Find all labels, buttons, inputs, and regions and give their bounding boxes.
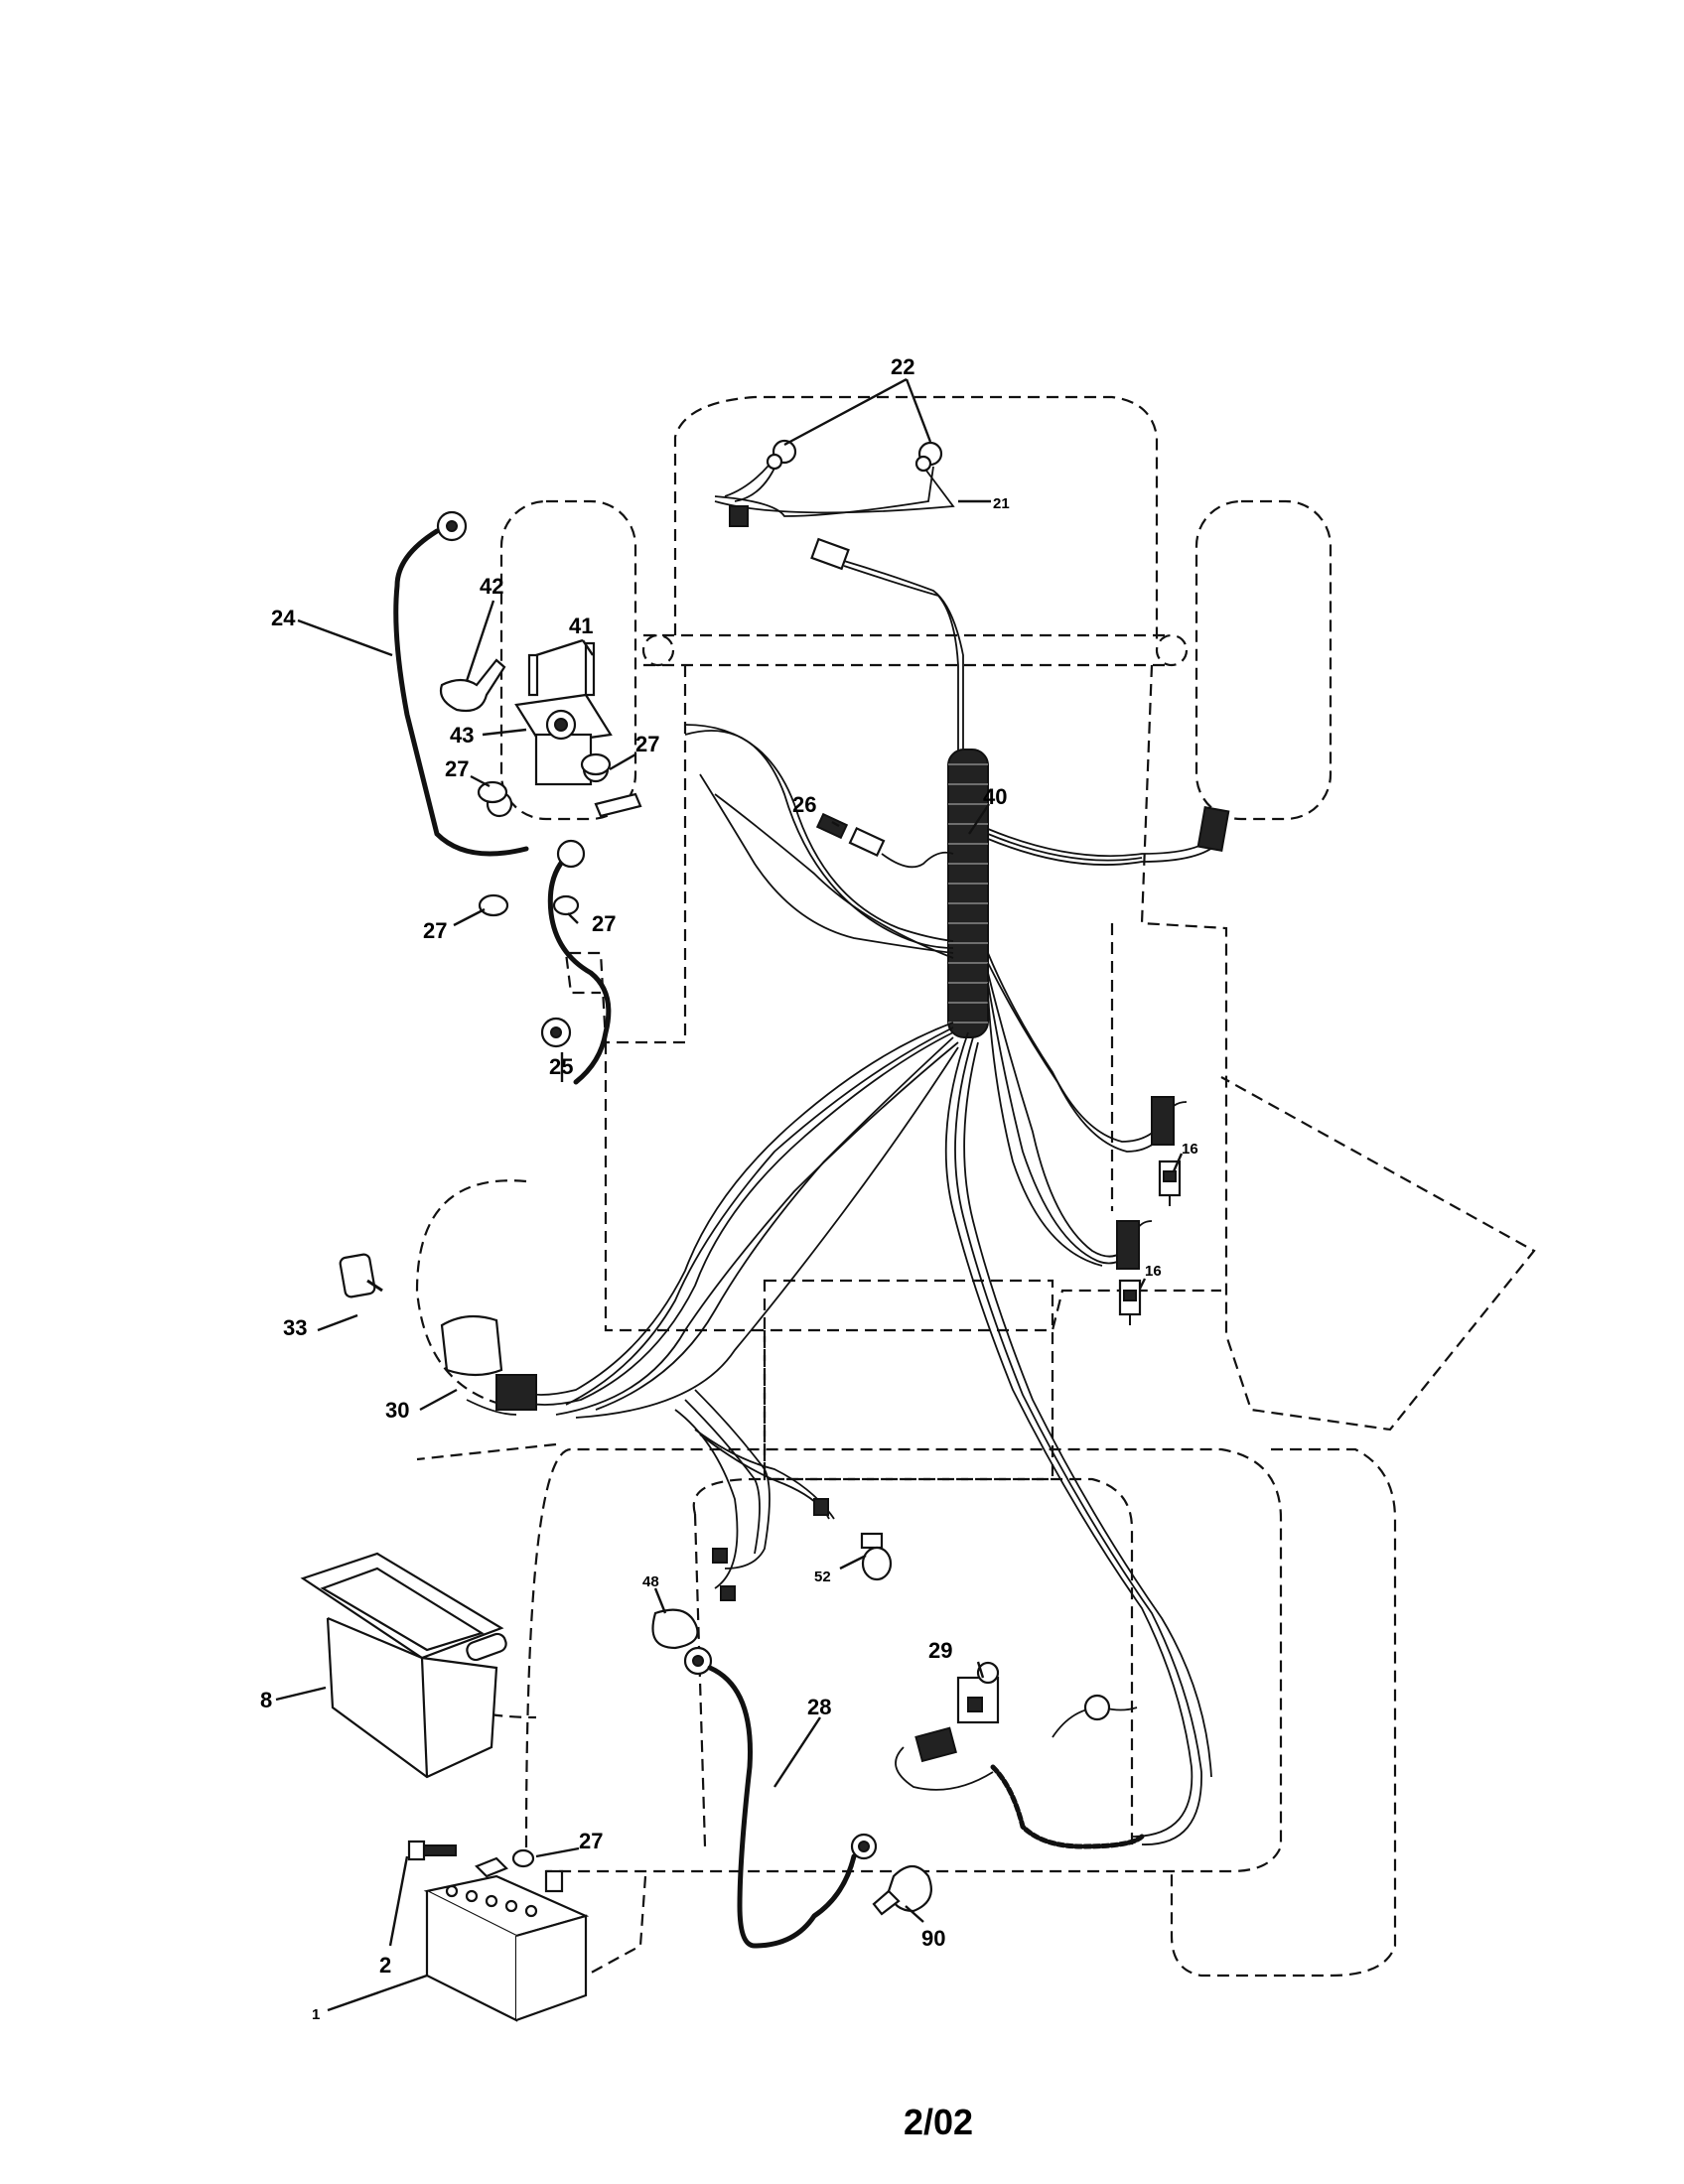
callout-16-a: 16 xyxy=(1182,1141,1198,1158)
callout-27-e: 27 xyxy=(579,1829,603,1853)
callout-48: 48 xyxy=(642,1573,659,1590)
callout-24: 24 xyxy=(271,606,296,630)
nuts-27 xyxy=(477,752,612,1868)
callout-16-b: 16 xyxy=(1145,1263,1162,1280)
callout-30: 30 xyxy=(385,1398,409,1423)
callout-2: 2 xyxy=(379,1953,391,1978)
main-wire-harness xyxy=(515,724,1230,1845)
callout-21: 21 xyxy=(993,495,1010,512)
bolt-2 xyxy=(407,1840,457,1861)
connector-16-lower xyxy=(1118,1279,1142,1325)
callout-26: 26 xyxy=(792,792,816,817)
connector-16-upper xyxy=(1158,1160,1182,1206)
callout-42: 42 xyxy=(480,574,503,599)
callout-25: 25 xyxy=(549,1054,573,1079)
ignition-key-33 xyxy=(339,1253,383,1298)
battery-tray-8 xyxy=(300,1552,507,1779)
callout-41: 41 xyxy=(569,614,593,638)
callout-43: 43 xyxy=(450,723,474,748)
callout-27-b: 27 xyxy=(635,732,659,756)
callout-90: 90 xyxy=(921,1926,945,1951)
headlight-harness xyxy=(714,439,955,527)
switch-29 xyxy=(956,1661,1000,1724)
solenoid-assembly xyxy=(439,641,642,818)
callout-52: 52 xyxy=(814,1569,831,1585)
leader-lines xyxy=(275,377,1184,2012)
headlight-connector xyxy=(810,537,964,754)
callout-8: 8 xyxy=(260,1688,272,1712)
battery-cable-24 xyxy=(393,510,529,857)
callout-27-a: 27 xyxy=(445,756,469,781)
ground-cable-28 xyxy=(683,1646,878,1949)
terminal-cap-90 xyxy=(872,1864,932,1916)
connector-26 xyxy=(815,812,954,869)
battery-cable-25 xyxy=(540,839,612,1085)
callout-1: 1 xyxy=(312,2006,320,2023)
callout-40: 40 xyxy=(983,784,1007,809)
wire-loom xyxy=(947,749,989,1038)
callout-22: 22 xyxy=(891,354,914,379)
connector-52 xyxy=(813,1498,893,1581)
callout-28: 28 xyxy=(807,1695,831,1719)
callout-29: 29 xyxy=(928,1638,952,1663)
callout-27-d: 27 xyxy=(592,911,616,936)
battery-1 xyxy=(423,1856,590,2022)
callout-33: 33 xyxy=(283,1315,307,1340)
callout-27-c: 27 xyxy=(423,918,447,943)
date-code: 2/02 xyxy=(904,2102,973,2142)
callout-labels: 22 21 24 42 41 43 27 27 27 27 25 26 40 1… xyxy=(260,354,1198,2023)
connector-48 xyxy=(651,1548,736,1650)
ignition-switch-30 xyxy=(440,1314,537,1416)
coiled-wire xyxy=(895,1694,1145,1849)
